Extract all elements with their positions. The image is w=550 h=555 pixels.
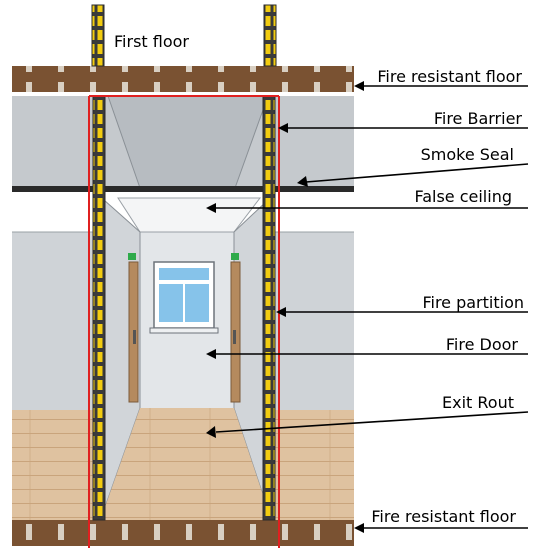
leader-arrows [206,81,529,533]
label-smoke-seal: Smoke Seal [421,145,514,164]
barrier-funnel [108,96,268,188]
fire-partition-columns [91,4,277,521]
label-fire-door: Fire Door [446,335,519,354]
label-false-ceiling: False ceiling [414,187,512,206]
smoke-seal-line [12,186,354,192]
window [149,261,219,334]
fire-partition-right [262,95,276,521]
label-fire-partition: Fire partition [422,293,524,312]
column-upper-right [263,4,277,67]
fire-compartment-outline [88,95,280,548]
label-fire-barrier: Fire Barrier [434,109,523,128]
fire-resistant-floor-top [12,66,354,92]
building-section [12,95,354,520]
labels: First floor Fire resistant floor Fire Ba… [114,32,524,526]
label-fire-resistant-floor-top: Fire resistant floor [377,67,522,86]
corridor-floor [104,408,268,510]
exit-sign-right-icon [231,253,239,260]
door-handle-left [133,330,136,344]
fire-resistant-floor-bottom [12,520,354,546]
door-handle-right [233,330,236,344]
fire-partition-left [92,95,106,521]
label-first-floor: First floor [114,32,189,51]
column-upper-left [91,4,105,67]
label-fire-resistant-floor-bottom: Fire resistant floor [371,507,516,526]
exit-sign-left-icon [128,253,136,260]
label-exit-route: Exit Rout [442,393,514,412]
